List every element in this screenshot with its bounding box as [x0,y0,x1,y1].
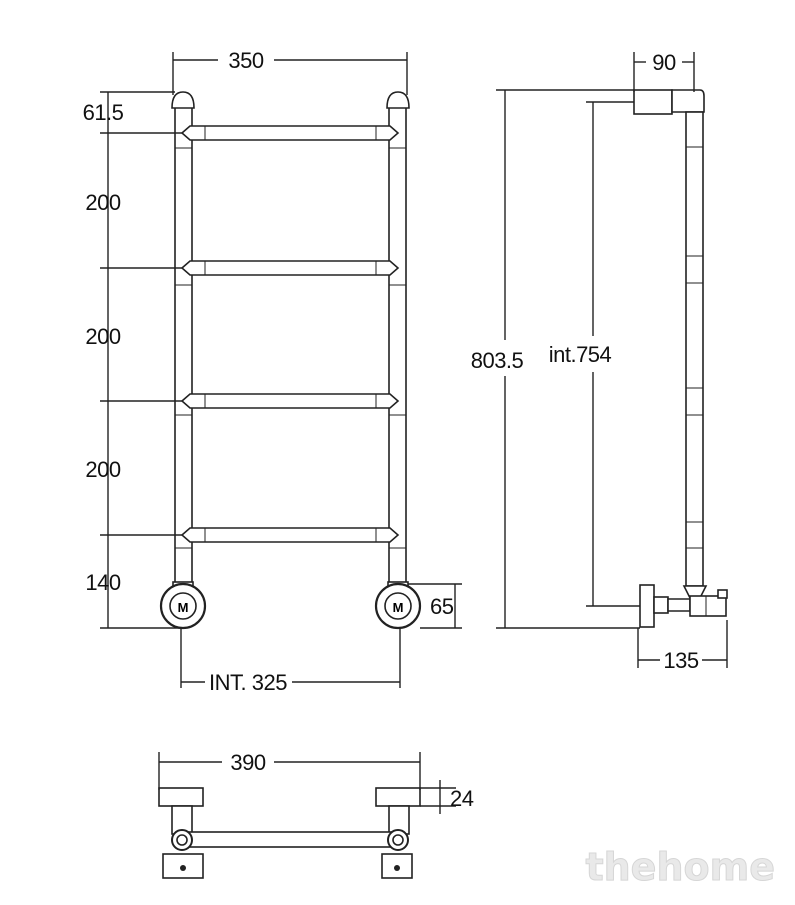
dim-spacing-2-label: 200 [85,324,120,349]
dim-depth-top-label: 90 [652,50,676,75]
dim-depth-bottom: 135 [637,620,728,673]
left-valve-mark: M [178,600,189,615]
side-view: 90 803.5 int.754 135 [471,50,728,673]
dim-total-height-label: 803.5 [471,348,524,373]
dim-depth-bottom-label: 135 [663,648,698,673]
left-mount [158,787,204,807]
bar-3 [180,393,400,409]
dim-total-height: 803.5 [471,89,640,629]
right-mount [375,787,421,807]
left-rail [174,104,193,586]
dim-valve-height: 65 [408,583,462,629]
dim-width-top: 350 [172,48,408,95]
right-rail-cap [386,91,410,109]
dim-valve-height-label: 65 [430,594,454,619]
bar-2 [180,260,400,276]
bar-1 [180,125,400,141]
dim-mount-size-label: 24 [450,786,474,811]
dim-inner-width-label: INT. 325 [209,670,287,695]
left-valve: M [159,581,207,630]
dim-bottom-offset-label: 140 [85,570,120,595]
dim-inner-height-label: int.754 [549,342,612,367]
front-view: M M 350 61.5 200 200 200 [83,48,462,695]
top-view: 390 24 [158,750,474,879]
left-rail-cap [171,91,195,109]
side-rail [685,111,704,587]
dim-depth-top: 90 [633,50,695,92]
dim-total-width: 390 [158,750,421,790]
right-valve-mark: M [393,600,404,615]
dim-width-top-label: 350 [228,48,263,73]
right-valve: M [374,581,422,630]
dim-top-offset-label: 61.5 [83,100,124,125]
dim-total-width-label: 390 [230,750,265,775]
right-rail [388,104,407,586]
dim-mount-size: 24 [420,780,474,814]
side-valve [639,584,728,628]
dim-spacing-3-label: 200 [85,457,120,482]
bar-4 [180,527,400,543]
top-view-bar [181,831,399,848]
dim-chain-left: 61.5 200 200 200 140 [83,91,183,629]
dim-spacing-1-label: 200 [85,190,120,215]
dim-inner-height: int.754 [549,101,640,607]
watermark-text: thehome [585,845,775,889]
dim-inner-width: INT. 325 [180,628,401,695]
wall-bracket-top [633,89,673,115]
